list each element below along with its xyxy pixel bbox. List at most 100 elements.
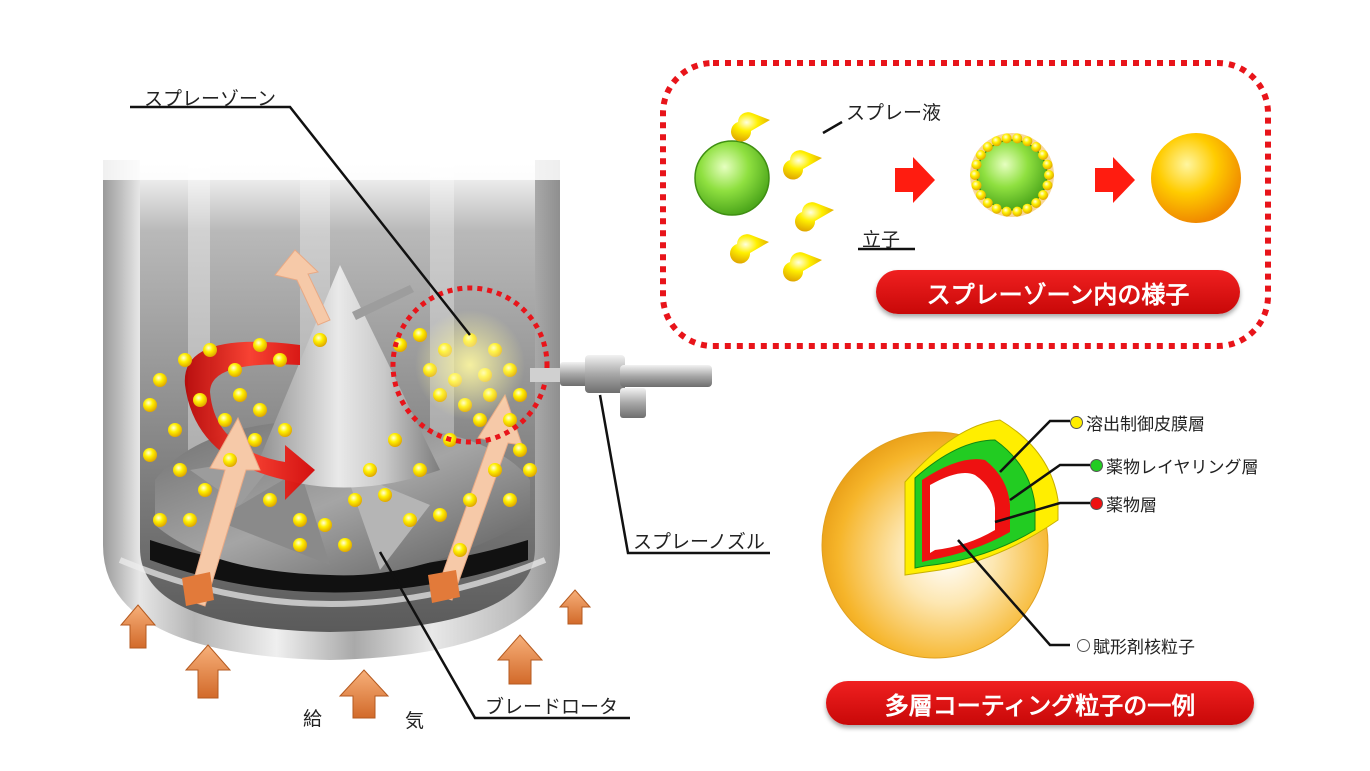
coated-particle — [1151, 133, 1241, 223]
coating-bead — [971, 180, 982, 191]
coating-bead — [991, 203, 1002, 214]
multilayer-particle — [821, 419, 1059, 659]
particle-dot — [363, 463, 377, 477]
legend-label: 溶出制御皮膜層 — [1086, 415, 1205, 435]
particle-dot — [153, 373, 167, 387]
coating-bead — [1012, 133, 1023, 144]
legend-label: 賦形剤核粒子 — [1093, 638, 1195, 658]
coating-particle — [970, 133, 1054, 217]
particle-dot — [318, 518, 332, 532]
spray-droplet — [730, 234, 769, 264]
particle-dot — [263, 493, 277, 507]
spray-droplet — [731, 112, 770, 142]
particle-dot — [293, 513, 307, 527]
legend-dot-red — [1090, 497, 1103, 510]
coating-bead — [1022, 136, 1033, 147]
coating-bead — [1038, 150, 1049, 160]
particle-dot — [378, 488, 392, 502]
particle-dot — [338, 538, 352, 552]
particle-dot — [193, 393, 207, 407]
particle-dot — [253, 403, 267, 417]
coating-bead — [1031, 142, 1042, 152]
coating-example-title-banner: 多層コーティング粒子の一例 — [826, 681, 1254, 725]
spray-droplets — [730, 112, 834, 282]
particle-dot — [293, 538, 307, 552]
particle-dot — [253, 338, 267, 352]
particle-dot — [248, 433, 262, 447]
coating-bead — [975, 150, 986, 160]
legend-label: 薬物層 — [1106, 496, 1157, 516]
legend-dot-green — [1090, 459, 1103, 472]
particle-dot — [488, 463, 502, 477]
leader-lines — [130, 105, 915, 720]
spray-zone-circle — [390, 285, 550, 445]
coating-bead — [1001, 133, 1012, 144]
process-arrow-1 — [895, 157, 935, 203]
coating-bead — [1042, 159, 1053, 170]
particle-dot — [403, 513, 417, 527]
spray-nozzle — [530, 355, 712, 418]
label-spray-nozzle: スプレーノズル — [633, 531, 765, 553]
particle-dot — [173, 463, 187, 477]
particle-dot — [348, 493, 362, 507]
label-air-supply-2: 気 — [405, 710, 425, 732]
particle-dot — [433, 508, 447, 522]
label-air-supply-1: 給 — [303, 708, 323, 730]
label-spray-liquid: スプレー液 — [846, 102, 942, 124]
legend-drug-layering-layer: 薬物レイヤリング層 — [1090, 453, 1259, 478]
spray-droplet — [783, 150, 822, 180]
particle-dot — [453, 543, 467, 557]
coating-bead — [1022, 203, 1033, 214]
air-supply-arrows — [119, 589, 592, 719]
core-particle — [694, 140, 770, 216]
spray-zone-detail-frame — [660, 60, 1271, 349]
legend-label: 薬物レイヤリング層 — [1106, 458, 1259, 478]
particle-dot — [223, 453, 237, 467]
particle-dot — [388, 433, 402, 447]
spray-droplet — [783, 252, 822, 282]
particle-dot — [513, 443, 527, 457]
particle-dot — [218, 413, 232, 427]
coating-bead — [971, 159, 982, 170]
coating-bead — [991, 136, 1002, 147]
coating-bead — [982, 142, 993, 152]
legend-dissolution-control-layer: 溶出制御皮膜層 — [1070, 410, 1205, 435]
particle-dot — [503, 413, 517, 427]
particle-dot — [178, 353, 192, 367]
particle-dot — [313, 333, 327, 347]
particle-dot — [463, 493, 477, 507]
coating-bead — [1044, 170, 1054, 180]
coating-bead — [1031, 198, 1042, 208]
coating-bead — [1042, 180, 1053, 191]
particle-dot — [233, 388, 247, 402]
coating-bead — [1038, 190, 1049, 200]
coating-bead — [1012, 206, 1023, 217]
legend-dot-white — [1077, 639, 1090, 652]
coating-bead — [1001, 206, 1012, 217]
particle-dot — [413, 463, 427, 477]
coating-bead — [975, 190, 986, 200]
particle-dot — [143, 448, 157, 462]
process-arrow-2 — [1095, 157, 1135, 203]
spray-glow — [415, 310, 525, 420]
particle-dot — [203, 343, 217, 357]
layer-leader-lines — [957, 419, 1090, 647]
label-particle: 立子 — [862, 229, 901, 251]
particle-dot — [143, 398, 157, 412]
particle-dot — [228, 363, 242, 377]
particle-dot — [153, 513, 167, 527]
particle-dot — [168, 423, 182, 437]
label-spray-zone: スプレーゾーン — [144, 88, 277, 110]
particle-dot — [198, 483, 212, 497]
particle-dot — [393, 338, 407, 352]
spray-droplet — [795, 202, 834, 232]
spray-zone-title-banner: スプレーゾーン内の様子 — [876, 270, 1240, 314]
coating-bead — [982, 198, 993, 208]
particle-dot — [183, 513, 197, 527]
center-cone — [255, 265, 440, 488]
particle-dot — [503, 493, 517, 507]
particle-dot — [278, 423, 292, 437]
legend-excipient-core: 賦形剤核粒子 — [1077, 633, 1195, 658]
